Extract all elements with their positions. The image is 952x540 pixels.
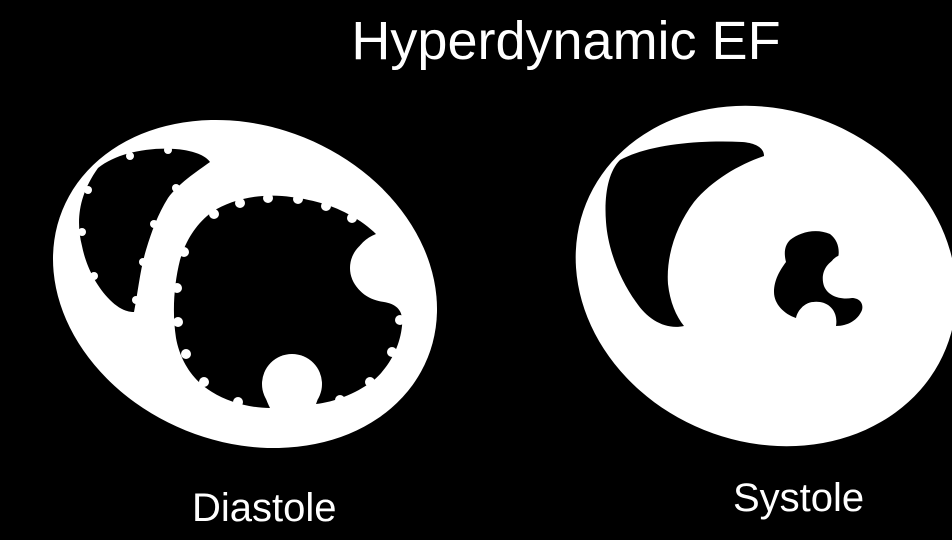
systole-papillary-muscle-lower (798, 302, 830, 334)
systole-myocardium (524, 49, 952, 502)
systole-papillary-muscle-upper (828, 254, 864, 290)
diastole-papillary-muscle-lower (262, 354, 322, 414)
systole-heart (524, 49, 952, 502)
diastole-papillary-muscle-upper (350, 238, 410, 298)
diastole-label: Diastole (192, 486, 337, 531)
systole-label: Systole (733, 476, 864, 521)
diastole-heart (3, 64, 487, 505)
